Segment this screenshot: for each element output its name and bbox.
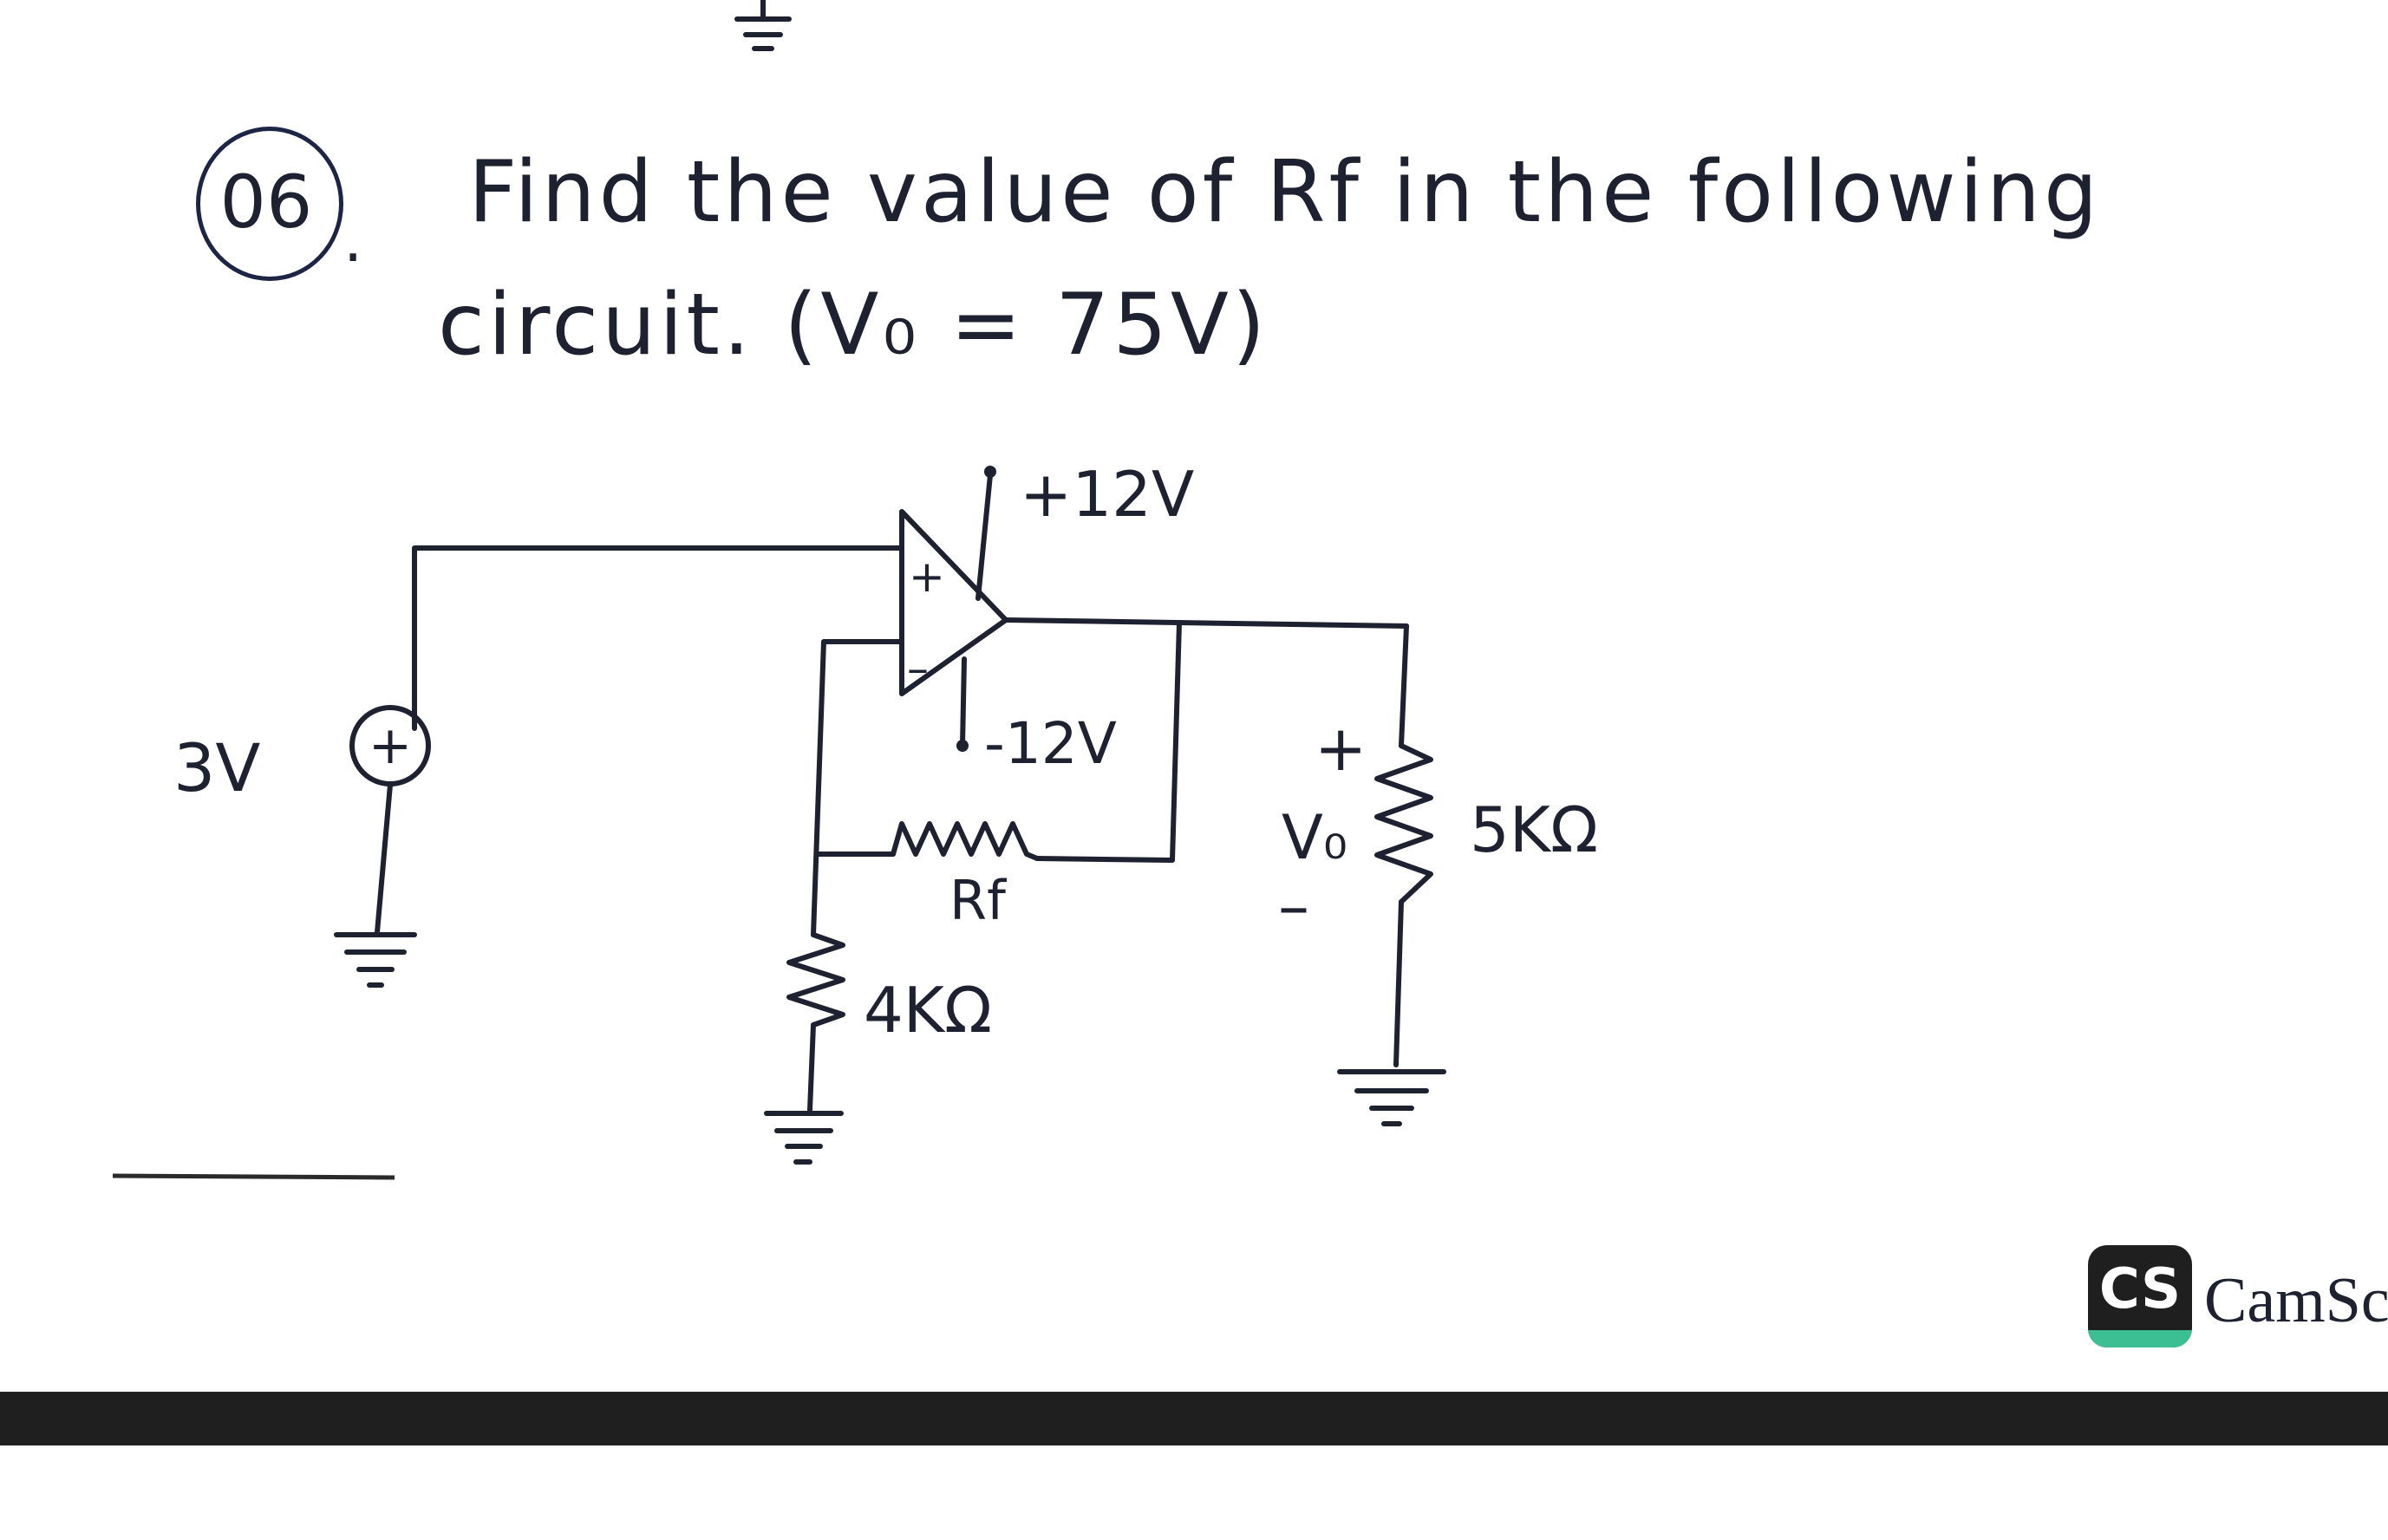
- ground-symbol-load: [1337, 1069, 1446, 1126]
- page-separator: [112, 1173, 395, 1180]
- bottom-bar: [0, 1392, 2388, 1445]
- output-plus-sign: +: [1315, 712, 1367, 785]
- feedback-resistor-label: Rf: [949, 869, 1008, 932]
- load-wire: [1393, 623, 1409, 1067]
- question-text-line2: circuit. (V₀ = 75V): [438, 276, 1269, 375]
- ground-symbol-fragment: [734, 0, 792, 51]
- op-amp-noninverting-sign: +: [909, 551, 945, 602]
- question-text-line1: Find the value of Rf in the following: [468, 143, 2102, 242]
- ground-resistor-label: 4KΩ: [864, 974, 992, 1047]
- supply-negative-node: [956, 740, 969, 752]
- output-minus-sign: –: [1278, 870, 1309, 943]
- op-amp: + –: [899, 509, 1008, 696]
- question-number-circle: [196, 127, 343, 281]
- voltage-source: +: [349, 705, 431, 786]
- ground-symbol-source: [334, 932, 417, 988]
- negative-supply-label: -12V: [984, 710, 1117, 777]
- watermark-logo-letters: CS: [2098, 1257, 2182, 1321]
- load-resistor: [1374, 743, 1433, 904]
- question-number-dot: .: [343, 205, 363, 276]
- question-number: 06: [219, 160, 313, 245]
- load-resistor-label: 5KΩ: [1470, 793, 1598, 866]
- watermark-logo: CS: [2088, 1245, 2192, 1348]
- supply-wires: [960, 473, 993, 748]
- input-wire: [375, 545, 904, 935]
- supply-positive-node: [984, 466, 996, 478]
- positive-supply-label: +12V: [1020, 458, 1194, 531]
- source-voltage-label: 3V: [173, 729, 260, 806]
- voltage-source-polarity: +: [369, 715, 412, 776]
- watermark-logo-stripe: [2088, 1330, 2192, 1348]
- ground-resistor: [786, 932, 845, 1113]
- output-wire: [1003, 617, 1409, 863]
- ground-symbol-feedback: [764, 1111, 844, 1165]
- inverting-node-wire: [811, 639, 904, 937]
- output-voltage-label: V₀: [1282, 802, 1347, 873]
- op-amp-inverting-sign: –: [907, 643, 929, 694]
- watermark-text: CamSca: [2204, 1265, 2388, 1336]
- feedback-resistor: [891, 821, 1040, 861]
